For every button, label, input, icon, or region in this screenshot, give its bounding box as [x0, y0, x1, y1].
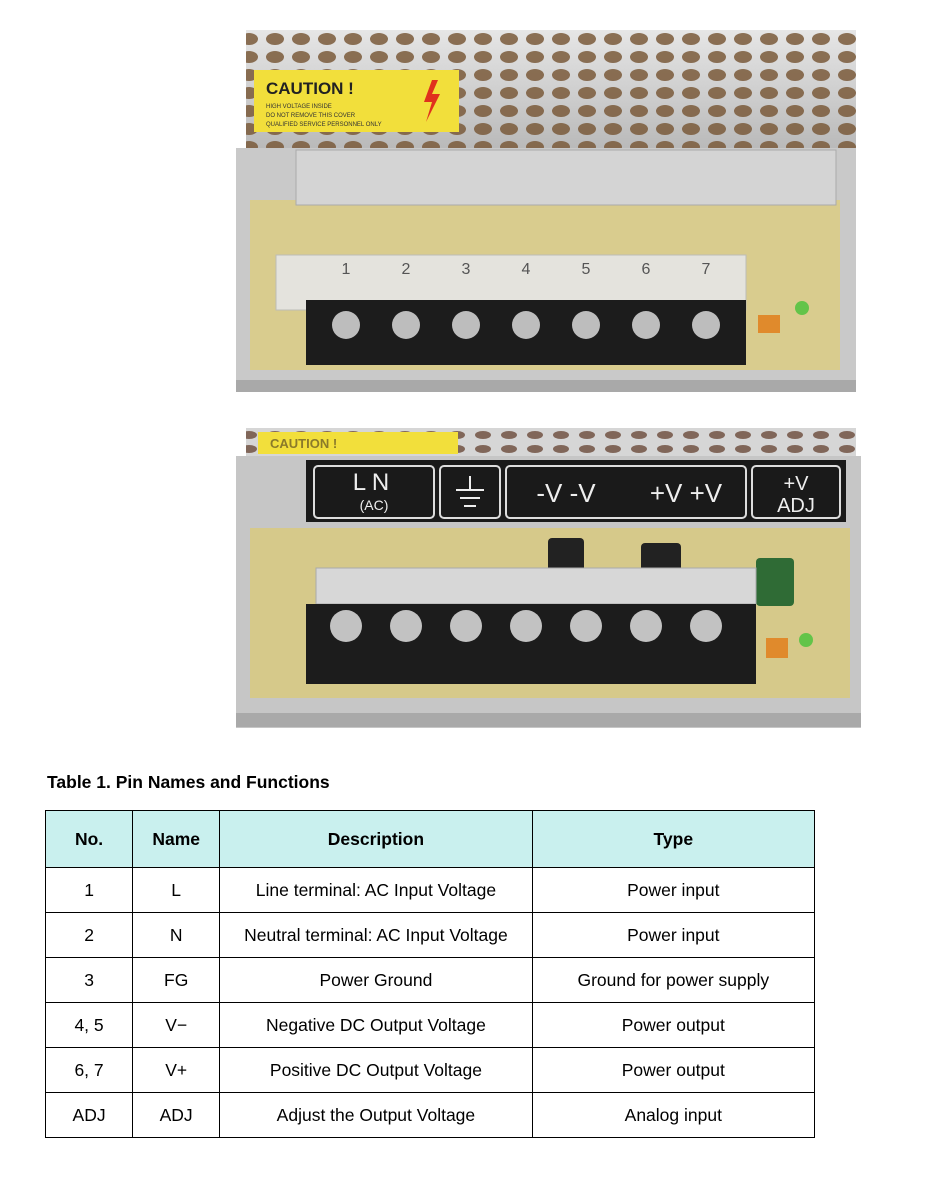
- svg-text:3: 3: [462, 261, 471, 278]
- table-cell: 4, 5: [44, 1002, 134, 1048]
- column-header: Description: [219, 810, 533, 868]
- table-row: 6, 7 V+ Positive DC Output Voltage Power…: [44, 1047, 816, 1093]
- table-cell: ADJ: [44, 1092, 134, 1138]
- table-cell: 6, 7: [44, 1047, 134, 1093]
- svg-text:L N: L N: [353, 469, 389, 496]
- lightning-bolt-icon: [424, 80, 440, 122]
- svg-text:4: 4: [522, 261, 531, 278]
- svg-text:6: 6: [642, 261, 651, 278]
- svg-text:7: 7: [702, 261, 711, 278]
- power-supply-photo-bottom: CAUTION ! L N (AC) -V -V +V +V +V ADJ: [236, 428, 868, 734]
- svg-text:QUALIFIED SERVICE PERSONNEL ON: QUALIFIED SERVICE PERSONNEL ONLY: [266, 122, 382, 128]
- power-supply-photo-top: CAUTION ! HIGH VOLTAGE INSIDE DO NOT REM…: [236, 30, 868, 398]
- svg-text:2: 2: [402, 261, 411, 278]
- led-indicator: [799, 633, 813, 647]
- table-cell: Power input: [531, 912, 816, 958]
- column-header: No.: [44, 810, 134, 868]
- table-cell: Line terminal: AC Input Voltage: [219, 867, 533, 913]
- caution-title: CAUTION !: [266, 79, 354, 98]
- table-row: ADJ ADJ Adjust the Output Voltage Analog…: [44, 1092, 816, 1138]
- table-cell: N: [132, 912, 221, 958]
- table-cell: 2: [44, 912, 134, 958]
- table-cell: V+: [132, 1047, 221, 1093]
- column-header: Type: [531, 810, 816, 868]
- table-cell: ADJ: [132, 1092, 221, 1138]
- svg-text:5: 5: [582, 261, 591, 278]
- table-cell: Positive DC Output Voltage: [219, 1047, 533, 1093]
- svg-text:-V -V: -V -V: [536, 478, 596, 508]
- table-row: 3 FG Power Ground Ground for power suppl…: [44, 957, 816, 1003]
- svg-text:+V +V: +V +V: [650, 478, 723, 508]
- table-cell: L: [132, 867, 221, 913]
- svg-text:DO NOT REMOVE THIS COVER: DO NOT REMOVE THIS COVER: [266, 113, 356, 119]
- table-cell: Analog input: [531, 1092, 816, 1138]
- table-cell: Power input: [531, 867, 816, 913]
- caution-label: [258, 432, 458, 454]
- table-cell: Negative DC Output Voltage: [219, 1002, 533, 1048]
- table-cell: Adjust the Output Voltage: [219, 1092, 533, 1138]
- table-cell: Power output: [531, 1002, 816, 1048]
- table-title: Table 1. Pin Names and Functions: [47, 772, 330, 792]
- svg-text:HIGH VOLTAGE INSIDE: HIGH VOLTAGE INSIDE: [266, 104, 332, 110]
- terminal-numbers: 1 2 3 4 5 6 7: [342, 261, 711, 278]
- terminal-legend: [306, 460, 846, 522]
- adj-potentiometer: [758, 315, 780, 333]
- led-indicator: [795, 301, 809, 315]
- svg-text:(AC): (AC): [360, 497, 389, 513]
- table-cell: Ground for power supply: [531, 957, 816, 1003]
- terminal-screws: [332, 311, 720, 339]
- table-cell: V−: [132, 1002, 221, 1048]
- table-cell: Power Ground: [219, 957, 533, 1003]
- table-cell: 1: [44, 867, 134, 913]
- table-cell: FG: [132, 957, 221, 1003]
- svg-text:1: 1: [342, 261, 351, 278]
- terminal-cover: [315, 567, 757, 605]
- table-cell: Power output: [531, 1047, 816, 1093]
- table-cell: 3: [44, 957, 134, 1003]
- pin-table: No. Name Description Type 1 L Line termi…: [44, 810, 816, 1138]
- table-row: 1 L Line terminal: AC Input Voltage Powe…: [44, 867, 816, 913]
- adj-potentiometer: [766, 638, 788, 658]
- table-header-row: No. Name Description Type: [44, 810, 816, 868]
- table-cell: Neutral terminal: AC Input Voltage: [219, 912, 533, 958]
- column-header: Name: [132, 810, 221, 868]
- ground-icon: [456, 476, 484, 507]
- svg-text:ADJ: ADJ: [777, 495, 815, 517]
- terminal-screws: [330, 610, 722, 642]
- film-capacitor: [756, 558, 794, 606]
- svg-text:+V: +V: [783, 473, 809, 495]
- table-row: 4, 5 V− Negative DC Output Voltage Power…: [44, 1002, 816, 1048]
- table-row: 2 N Neutral terminal: AC Input Voltage P…: [44, 912, 816, 958]
- caution-title: CAUTION !: [270, 436, 337, 451]
